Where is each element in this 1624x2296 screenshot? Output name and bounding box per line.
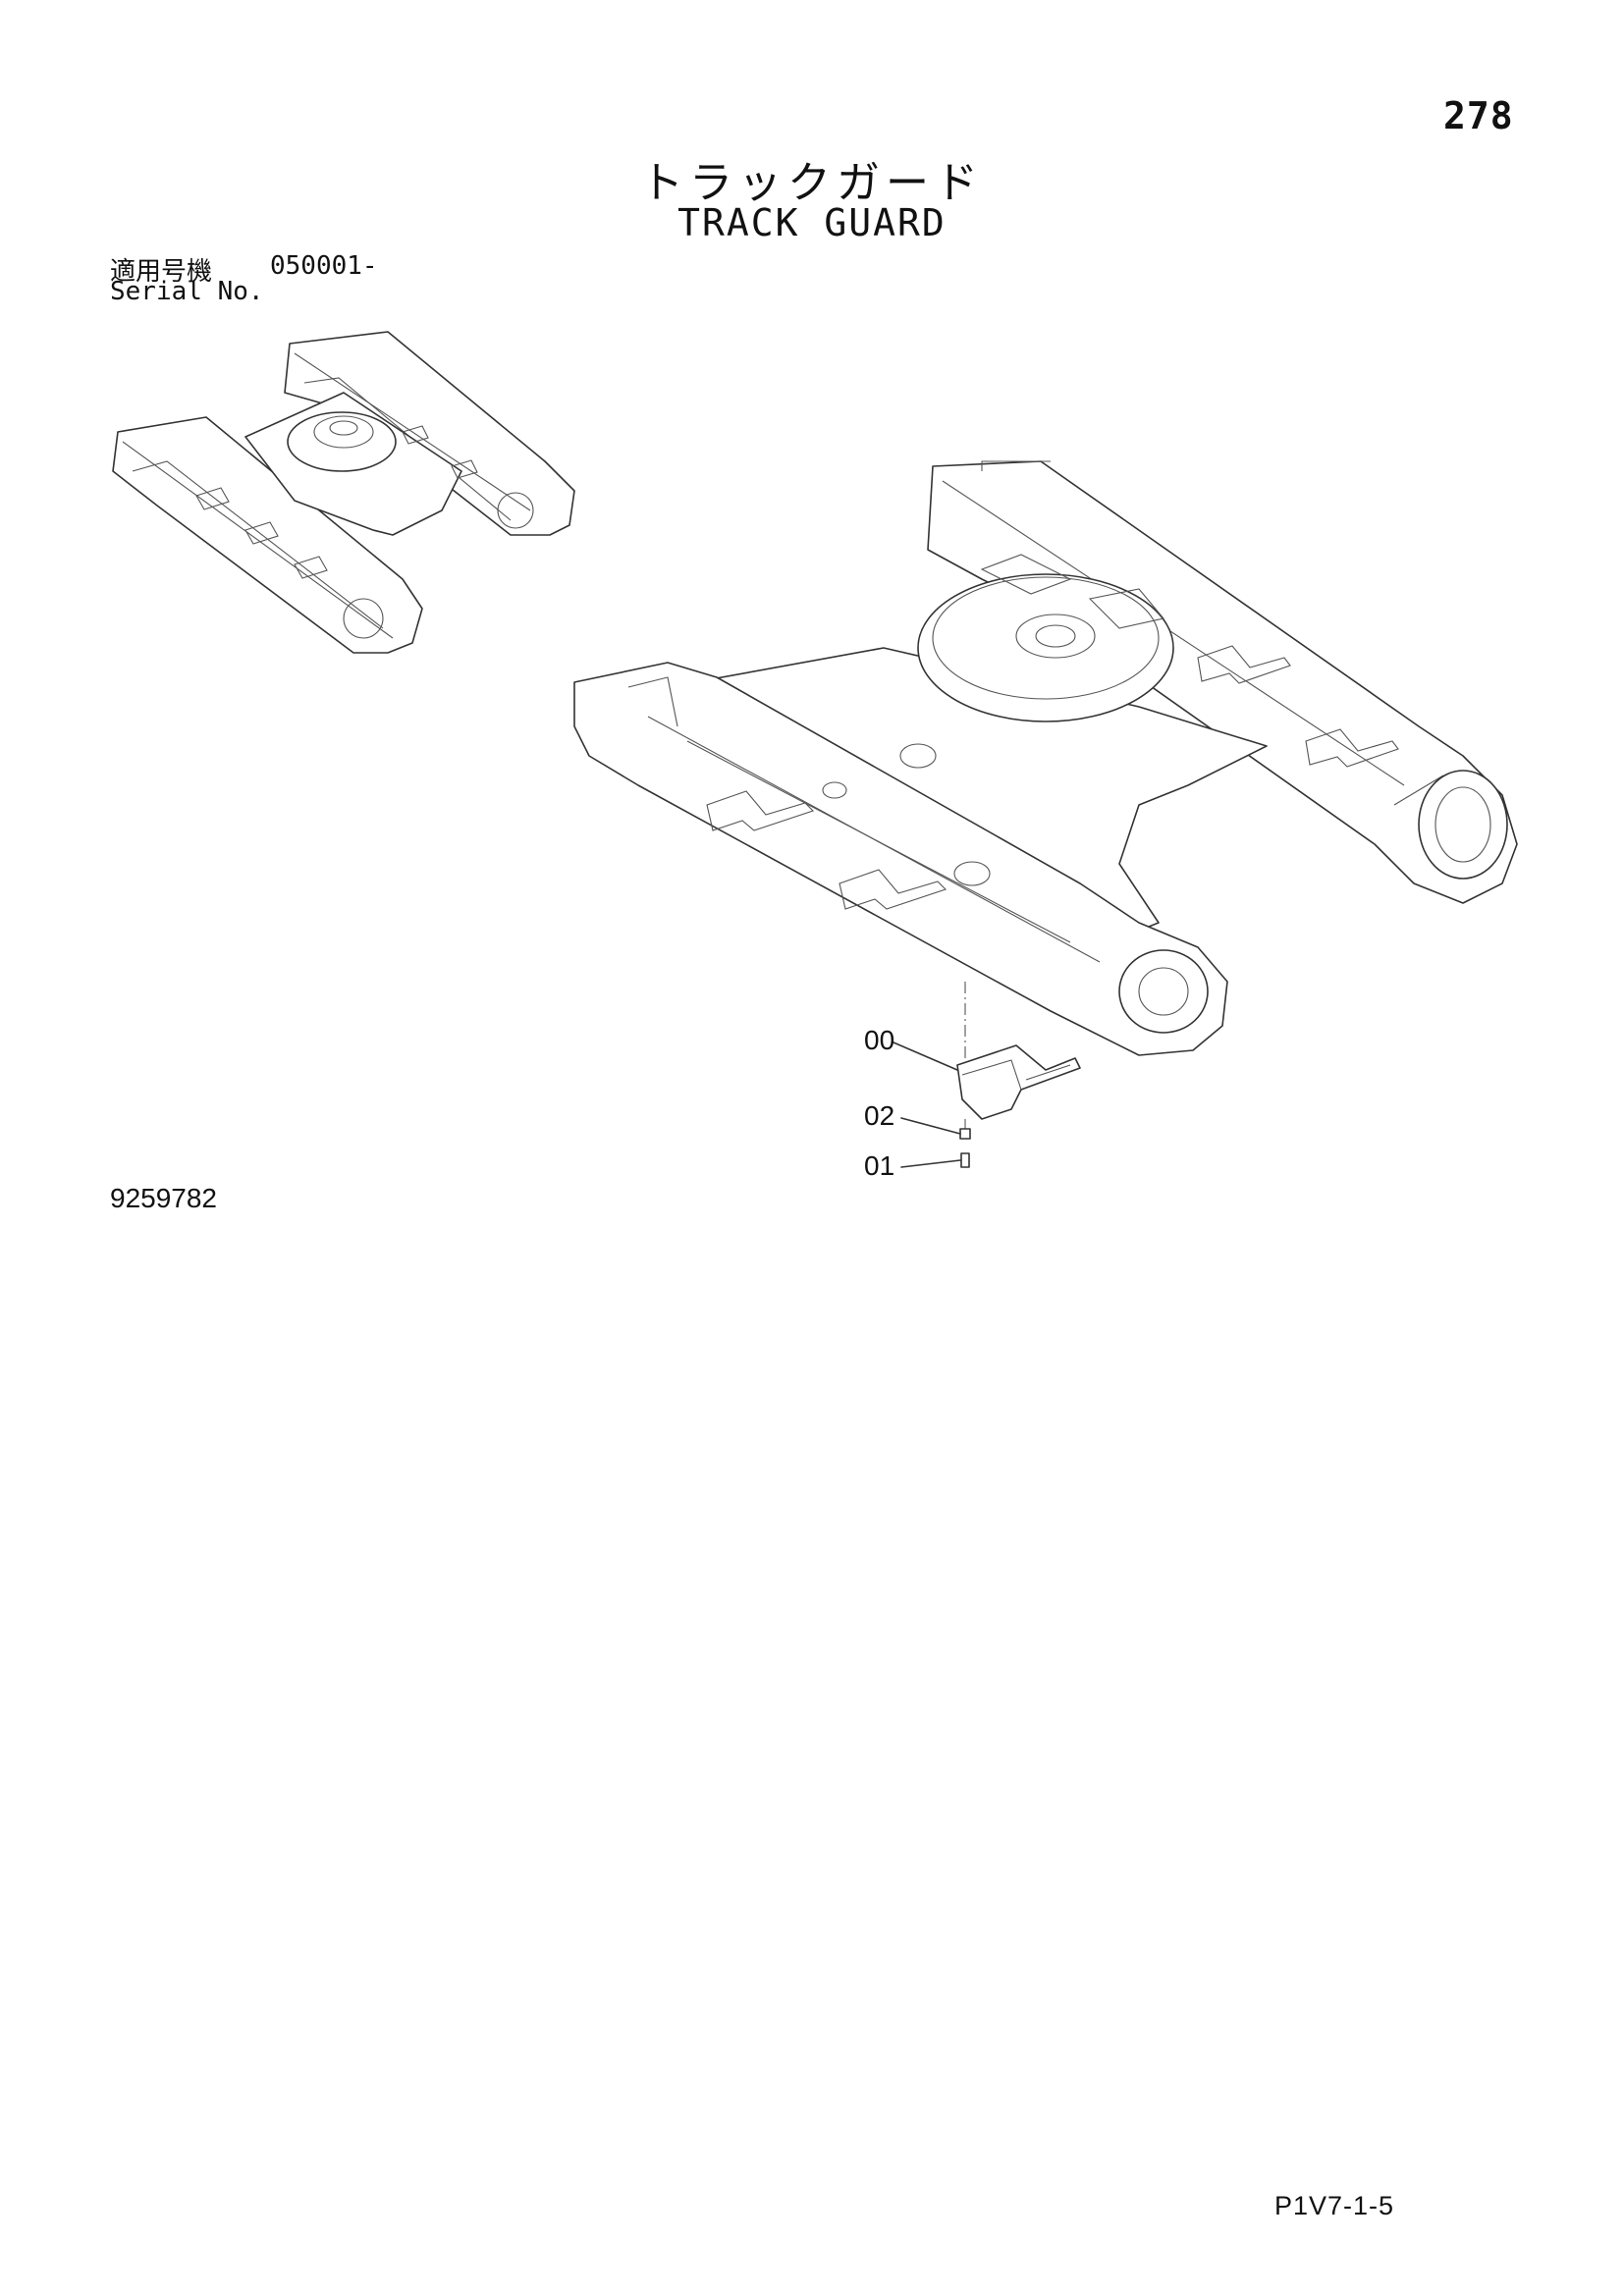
exploded-track-guard-parts xyxy=(893,1041,1081,1168)
overview-undercarriage-illustration xyxy=(112,331,575,654)
callout-label-02: 02 xyxy=(864,1100,895,1131)
callout-label-01: 01 xyxy=(864,1150,895,1181)
serial-label-japanese: 適用号機 xyxy=(110,257,213,287)
page-title-japanese: トラックガード xyxy=(640,158,984,208)
callout-label-00: 00 xyxy=(864,1025,895,1055)
page-title-english: TRACK GUARD xyxy=(677,201,947,244)
footer-code: P1V7-1-5 xyxy=(1274,2191,1395,2220)
main-undercarriage-illustration xyxy=(573,460,1518,1060)
page-number: 278 xyxy=(1443,94,1514,137)
serial-number-value: 050001- xyxy=(270,251,378,281)
serial-label-english: Serial No. xyxy=(110,277,264,306)
drawing-number: 9259782 xyxy=(110,1183,218,1213)
